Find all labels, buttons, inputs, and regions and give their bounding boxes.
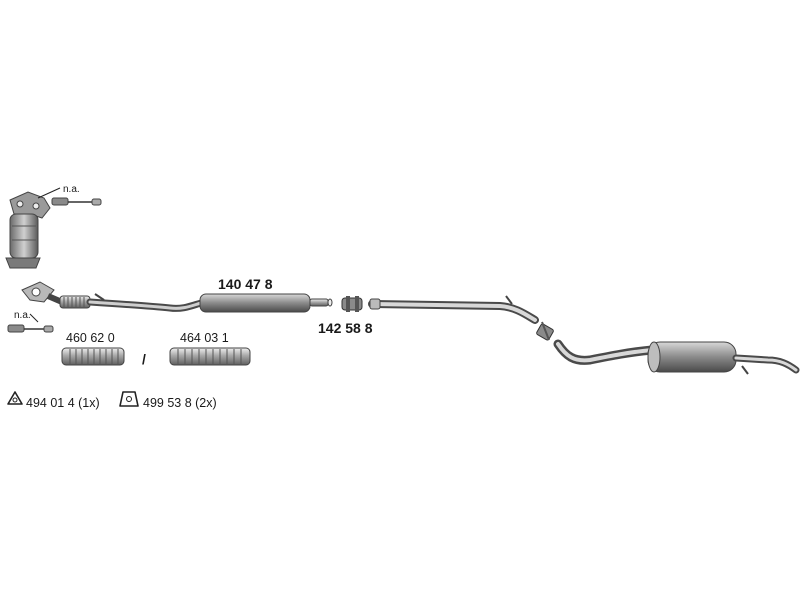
rubber-hanger-icon [119, 391, 139, 407]
middle-silencer-part-number: 140 47 8 [218, 276, 273, 292]
rear-clamp [536, 321, 554, 341]
triangle-mount-part-number: 494 01 4 (1x) [26, 396, 100, 410]
part-separator: / [142, 351, 146, 367]
lambda-sensor-top [51, 197, 102, 206]
rear-silencer [553, 339, 800, 375]
middle-silencer [199, 293, 333, 313]
triangle-mount-icon [7, 391, 23, 405]
clamp [341, 296, 363, 312]
flex-pipe-a [61, 347, 125, 366]
na-top-label: n.a. [63, 184, 80, 195]
clamp-part-number: 142 58 8 [318, 320, 373, 336]
na-bottom-label: n.a. [14, 310, 31, 321]
flex-pipe-b [169, 347, 251, 366]
front-pipe-assembly [21, 281, 209, 312]
na-top-leader [37, 187, 61, 199]
flex-pipe-a-part-number: 460 62 0 [66, 331, 115, 345]
rubber-hanger-part-number: 499 53 8 (2x) [143, 396, 217, 410]
na-bottom-leader [29, 313, 39, 323]
lambda-sensor-bottom [7, 324, 54, 333]
middle-pipe [368, 295, 539, 324]
flex-pipe-b-part-number: 464 03 1 [180, 331, 229, 345]
catalytic-converter-manifold [5, 191, 51, 269]
